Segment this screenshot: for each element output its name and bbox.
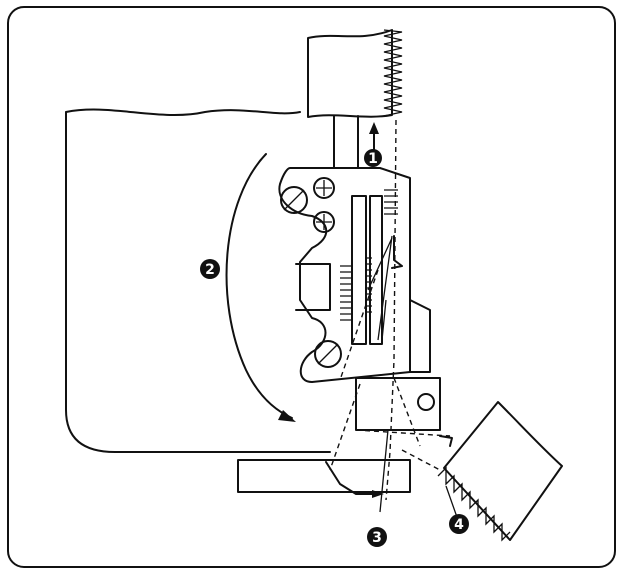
- callout-3-label: 3: [372, 530, 382, 546]
- callout-2-label: 2: [205, 262, 215, 278]
- finished-fabric: [437, 401, 563, 542]
- callout-4-label: 4: [454, 517, 464, 533]
- callout-2: 2: [200, 259, 220, 279]
- callout-1-label: 1: [368, 151, 378, 167]
- callout-1: 1: [364, 149, 382, 167]
- rotation-arrow: [225, 153, 296, 422]
- lower-presser-block: [355, 377, 453, 447]
- machine-bed-outline: [65, 108, 331, 453]
- lower-base: [237, 459, 411, 498]
- outer-frame: [7, 6, 616, 568]
- presser-foot-assembly: [278, 167, 431, 383]
- callout-3: 3: [367, 429, 389, 547]
- thread-path-dashed: [329, 119, 441, 501]
- callout-4: 4: [445, 485, 469, 534]
- thread-path-solid: [367, 235, 393, 341]
- upper-fabric: [307, 29, 403, 118]
- upper-guide: [333, 115, 359, 171]
